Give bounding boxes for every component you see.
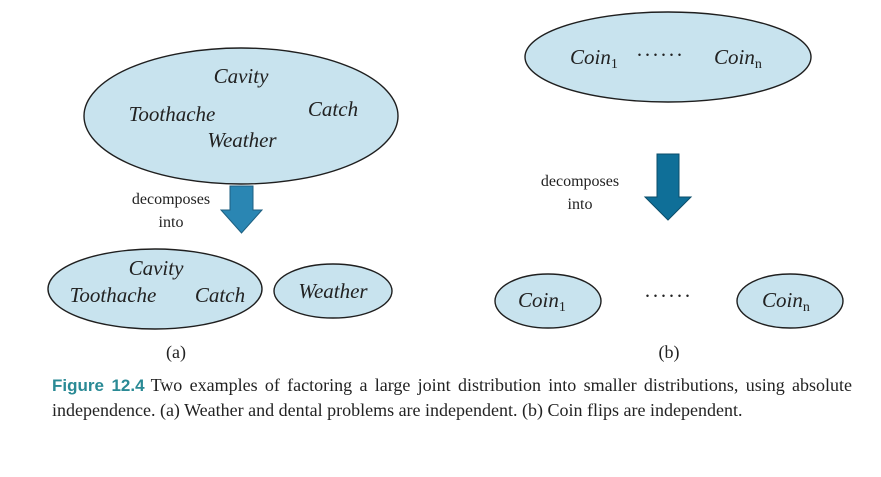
panel-b-label: (b): [659, 342, 680, 363]
catch-node-label: Catch: [308, 97, 358, 121]
coin-1-node-label: Coin1: [518, 288, 566, 315]
catch-node-label: Catch: [195, 283, 245, 307]
panel-a-weather-ellipse: Weather: [273, 263, 393, 319]
toothache-node-label: Toothache: [129, 102, 216, 126]
panel-b-arrow-label-line1: decomposes: [541, 173, 619, 190]
coin-n-node-label: Coinn: [762, 288, 810, 315]
panel-b-joint-ellipse: Coin1 ······ Coinn: [524, 11, 812, 103]
coin-n-node-label: Coinn: [714, 45, 762, 72]
panel-a-label: (a): [166, 342, 186, 363]
figure-number: Figure 12.4: [52, 376, 145, 395]
weather-node-label: Weather: [207, 128, 277, 152]
coin-1-node-label: Coin1: [570, 45, 618, 72]
cavity-node-label: Cavity: [129, 256, 184, 280]
panel-a-arrow-label-line2: into: [159, 214, 184, 231]
panel-b-arrow-label-line2: into: [568, 196, 593, 213]
cavity-node-label: Cavity: [214, 64, 269, 88]
panel-b-decompose-arrow: [643, 153, 693, 221]
ellipsis-dots: ······: [636, 43, 684, 67]
caption-text: Two examples of factoring a large joint …: [52, 375, 852, 420]
panel-a-dental-ellipse: Cavity Toothache Catch: [47, 248, 263, 330]
panel-a-arrow-label-line1: decomposes: [132, 191, 210, 208]
panel-a-decompose-arrow: [219, 185, 264, 234]
panel-b-coin-n-ellipse: Coinn: [736, 273, 844, 329]
weather-node-label: Weather: [298, 279, 368, 303]
ellipsis-dots: ······: [644, 284, 692, 308]
toothache-node-label: Toothache: [70, 283, 157, 307]
panel-a-joint-ellipse: Cavity Toothache Catch Weather: [83, 47, 399, 185]
panel-b-coin-1-ellipse: Coin1: [494, 273, 602, 329]
figure-diagram: Cavity Toothache Catch Weather decompose…: [47, 11, 844, 363]
